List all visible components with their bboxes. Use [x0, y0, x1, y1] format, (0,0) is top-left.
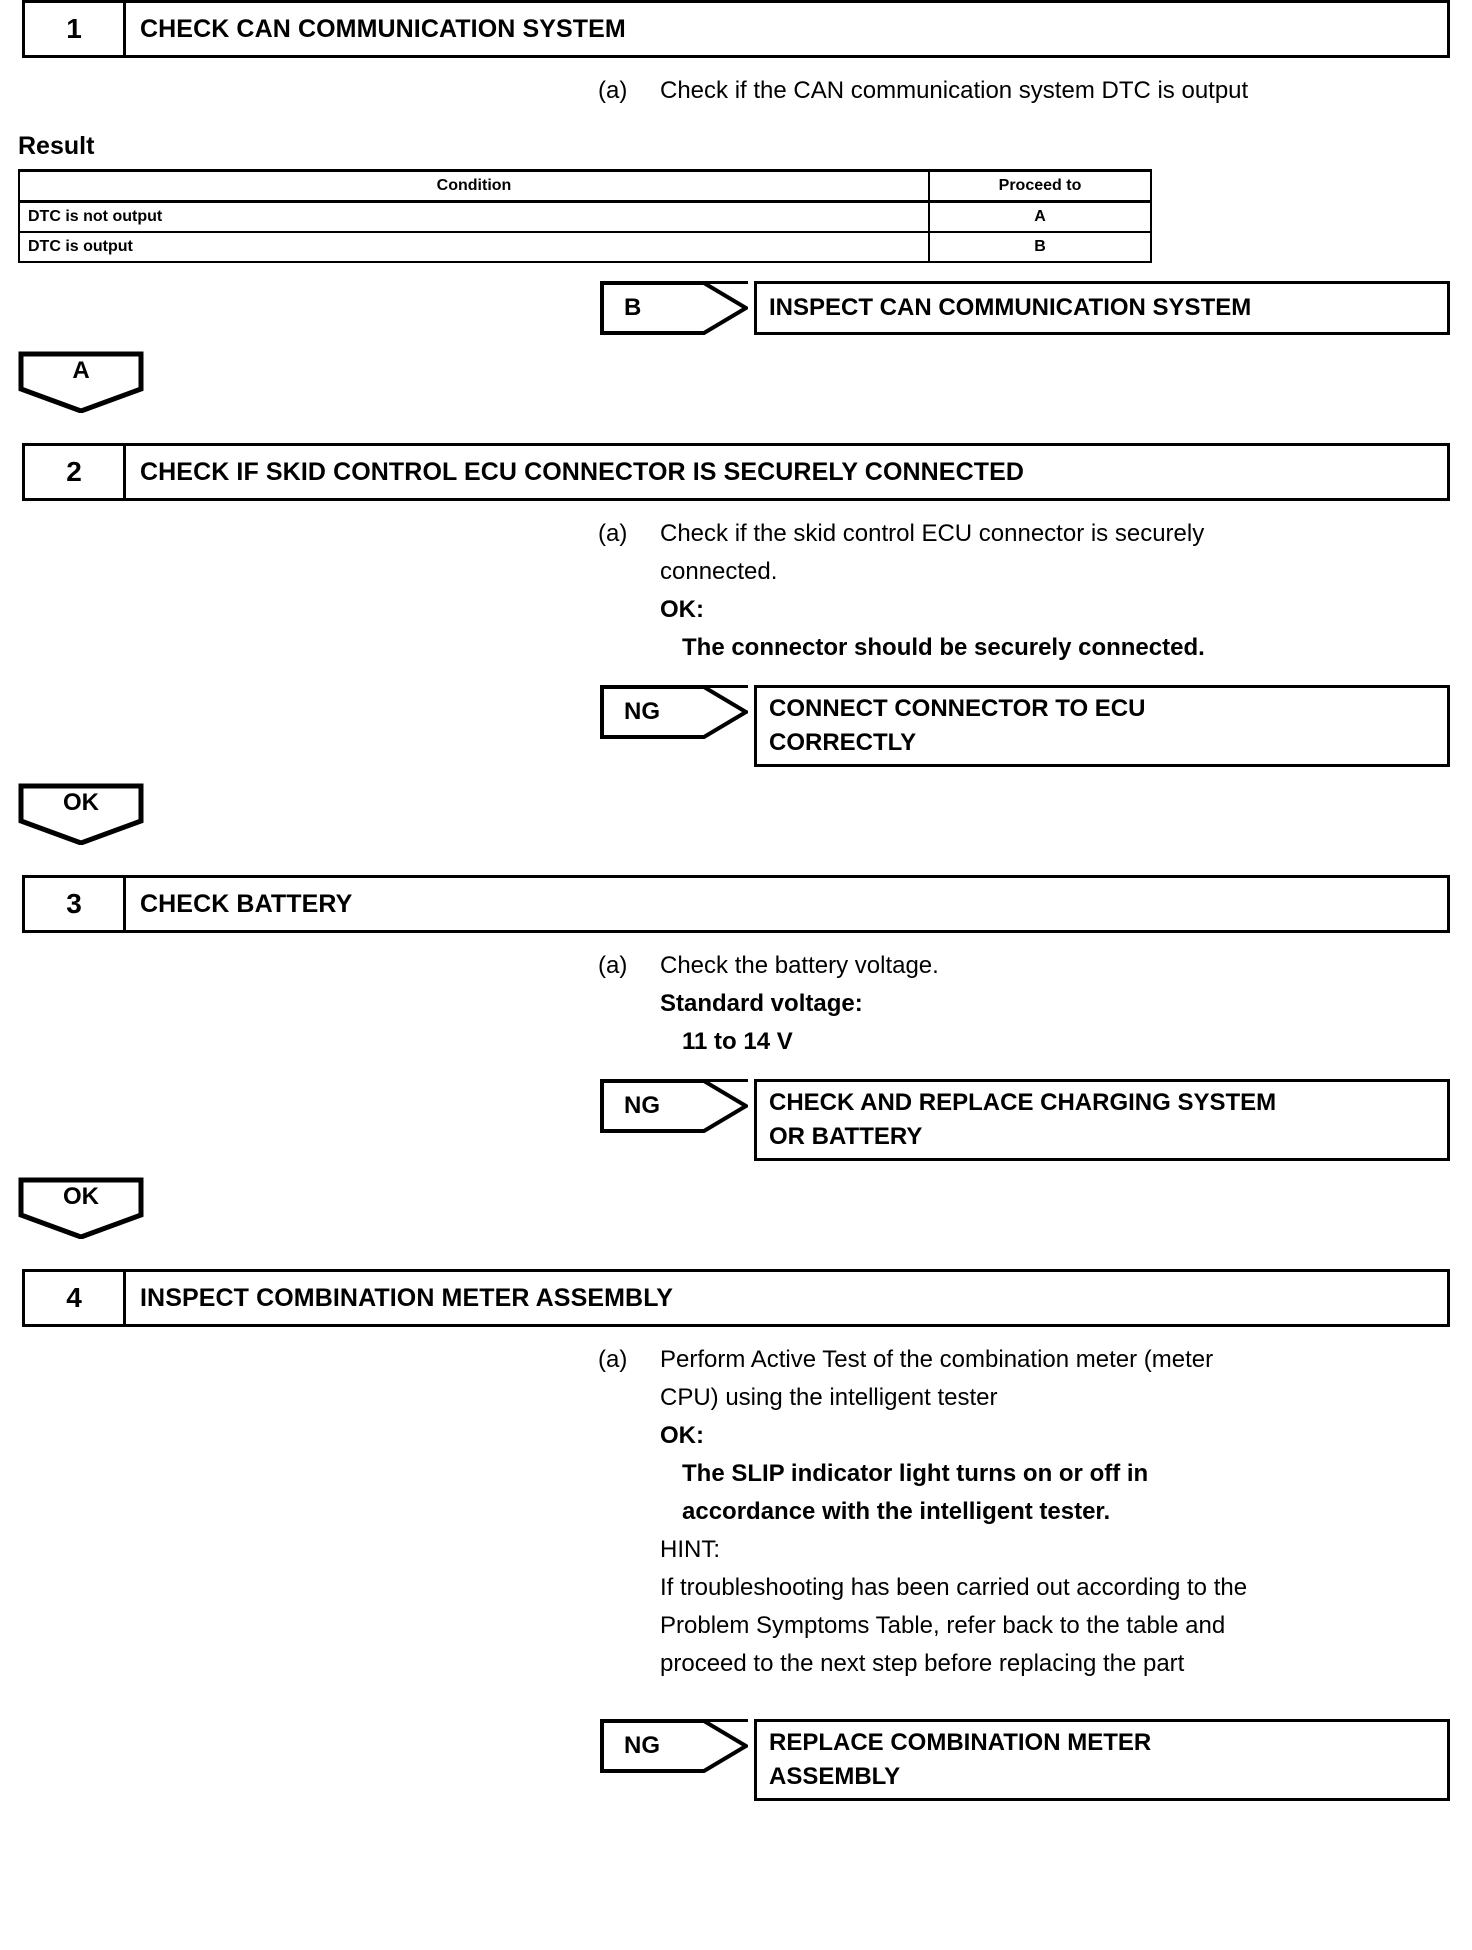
- step-body-2: (a) Check if the skid control ECU connec…: [0, 515, 1472, 667]
- branch-action-box-ng-2: CONNECT CONNECTOR TO ECU CORRECTLY: [754, 685, 1450, 767]
- step-header-4: 4 INSPECT COMBINATION METER ASSEMBLY: [22, 1269, 1450, 1327]
- branch-action-text: ASSEMBLY: [769, 1763, 901, 1790]
- branch-row-b: B INSPECT CAN COMMUNICATION SYSTEM: [0, 281, 1472, 335]
- instruction-line: Check if the CAN communication system DT…: [660, 77, 1249, 104]
- chevron-arrow-icon: [600, 685, 748, 739]
- ok-label: OK:: [660, 1422, 704, 1449]
- instruction-line: connected.: [660, 558, 778, 585]
- branch-action-text: REPLACE COMBINATION METER: [769, 1729, 1152, 1756]
- table-header-row: Condition Proceed to: [18, 169, 1152, 203]
- ok-criteria: accordance with the intelligent tester.: [682, 1498, 1111, 1525]
- branch-action-box-ng-3: CHECK AND REPLACE CHARGING SYSTEM OR BAT…: [754, 1079, 1450, 1161]
- step-number-3: 3: [25, 878, 126, 930]
- branch-action-text: INSPECT CAN COMMUNICATION SYSTEM: [769, 294, 1252, 321]
- instruction-paragraph: (a) Check if the CAN communication syste…: [598, 72, 1448, 110]
- branch-chevron-b: B: [600, 281, 748, 335]
- instruction-paragraph: (a) Perform Active Test of the combinati…: [598, 1341, 1448, 1683]
- branch-action-text: CORRECTLY: [769, 729, 917, 756]
- instruction-line: Perform Active Test of the combination m…: [660, 1346, 1214, 1373]
- branch-label-ng: NG: [624, 698, 660, 725]
- paragraph-marker: (a): [598, 1346, 628, 1373]
- cell-proceed-to: B: [928, 231, 1152, 263]
- table-row: DTC is not output A: [18, 200, 1152, 233]
- standard-voltage-label: Standard voltage:: [660, 990, 863, 1017]
- cell-proceed-to: A: [928, 200, 1152, 233]
- result-label: Result: [18, 132, 95, 160]
- branch-chevron-ng: NG: [600, 1079, 748, 1133]
- chevron-arrow-icon: [600, 1719, 748, 1773]
- branch-row-ng-3: NG CHECK AND REPLACE CHARGING SYSTEM OR …: [0, 1079, 1472, 1161]
- step-body-4: (a) Perform Active Test of the combinati…: [0, 1341, 1472, 1683]
- step-title-1: CHECK CAN COMMUNICATION SYSTEM: [140, 14, 626, 43]
- step-title-4: INSPECT COMBINATION METER ASSEMBLY: [140, 1283, 674, 1312]
- connector-down-ok-2: OK: [18, 783, 144, 845]
- branch-label-b: B: [624, 294, 642, 321]
- step-body-1: (a) Check if the CAN communication syste…: [0, 72, 1472, 110]
- connector-label-a: A: [72, 357, 90, 384]
- hint-line: Problem Symptoms Table, refer back to th…: [660, 1612, 1226, 1639]
- step-header-3: 3 CHECK BATTERY: [22, 875, 1450, 933]
- instruction-line: CPU) using the intelligent tester: [660, 1384, 998, 1411]
- result-table: Condition Proceed to DTC is not output A…: [18, 169, 1152, 263]
- cell-condition: DTC is output: [18, 231, 930, 263]
- step-title-3: CHECK BATTERY: [140, 889, 353, 918]
- chevron-arrow-icon: [600, 1079, 748, 1133]
- connector-label-ok: OK: [63, 789, 99, 816]
- hint-line: proceed to the next step before replacin…: [660, 1650, 1185, 1677]
- cell-condition: DTC is not output: [18, 200, 930, 233]
- instruction-line: Check the battery voltage.: [660, 952, 939, 979]
- hint-line: If troubleshooting has been carried out …: [660, 1574, 1248, 1601]
- standard-voltage-value: 11 to 14 V: [682, 1028, 793, 1055]
- pentagon-down-icon: [18, 783, 144, 845]
- branch-action-box-b: INSPECT CAN COMMUNICATION SYSTEM: [754, 281, 1450, 335]
- branch-row-ng-2: NG CONNECT CONNECTOR TO ECU CORRECTLY: [0, 685, 1472, 767]
- branch-label-ng: NG: [624, 1092, 660, 1119]
- ok-criteria: The connector should be securely connect…: [682, 634, 1205, 661]
- hint-label: HINT:: [660, 1536, 720, 1563]
- pentagon-down-icon: [18, 351, 144, 413]
- instruction-paragraph: (a) Check if the skid control ECU connec…: [598, 515, 1448, 667]
- branch-action-box-ng-4: REPLACE COMBINATION METER ASSEMBLY: [754, 1719, 1450, 1801]
- connector-down-ok-3: OK: [18, 1177, 144, 1239]
- paragraph-text: Check the battery voltage. Standard volt…: [660, 947, 1448, 1061]
- paragraph-marker: (a): [598, 520, 628, 547]
- branch-label-ng: NG: [624, 1732, 660, 1759]
- paragraph-marker: (a): [598, 952, 628, 979]
- ok-label: OK:: [660, 596, 704, 623]
- branch-chevron-ng: NG: [600, 685, 748, 739]
- instruction-paragraph: (a) Check the battery voltage. Standard …: [598, 947, 1448, 1061]
- paragraph-text: Check if the skid control ECU connector …: [660, 515, 1448, 667]
- ok-criteria: The SLIP indicator light turns on or off…: [682, 1460, 1149, 1487]
- branch-row-ng-4: NG REPLACE COMBINATION METER ASSEMBLY: [0, 1719, 1472, 1801]
- pentagon-down-icon: [18, 1177, 144, 1239]
- branch-action-text: OR BATTERY: [769, 1123, 923, 1150]
- step-header-2: 2 CHECK IF SKID CONTROL ECU CONNECTOR IS…: [22, 443, 1450, 501]
- paragraph-text: Perform Active Test of the combination m…: [660, 1341, 1448, 1683]
- branch-action-text: CHECK AND REPLACE CHARGING SYSTEM: [769, 1089, 1277, 1116]
- connector-down-a: A: [18, 351, 144, 413]
- column-header-condition: Condition: [18, 169, 930, 203]
- table-row: DTC is output B: [18, 231, 1152, 263]
- step-body-3: (a) Check the battery voltage. Standard …: [0, 947, 1472, 1061]
- branch-chevron-ng: NG: [600, 1719, 748, 1773]
- step-header-1: 1 CHECK CAN COMMUNICATION SYSTEM: [22, 0, 1450, 58]
- step-title-2: CHECK IF SKID CONTROL ECU CONNECTOR IS S…: [140, 457, 1025, 486]
- branch-action-text: CONNECT CONNECTOR TO ECU: [769, 695, 1146, 722]
- connector-label-ok: OK: [63, 1183, 99, 1210]
- step-number-4: 4: [25, 1272, 126, 1324]
- step-number-1: 1: [25, 3, 126, 55]
- instruction-line: Check if the skid control ECU connector …: [660, 520, 1205, 547]
- column-header-proceed-to: Proceed to: [928, 169, 1152, 203]
- step-number-2: 2: [25, 446, 126, 498]
- paragraph-marker: (a): [598, 77, 628, 104]
- paragraph-text: Check if the CAN communication system DT…: [660, 72, 1448, 110]
- chevron-arrow-icon: [600, 281, 748, 335]
